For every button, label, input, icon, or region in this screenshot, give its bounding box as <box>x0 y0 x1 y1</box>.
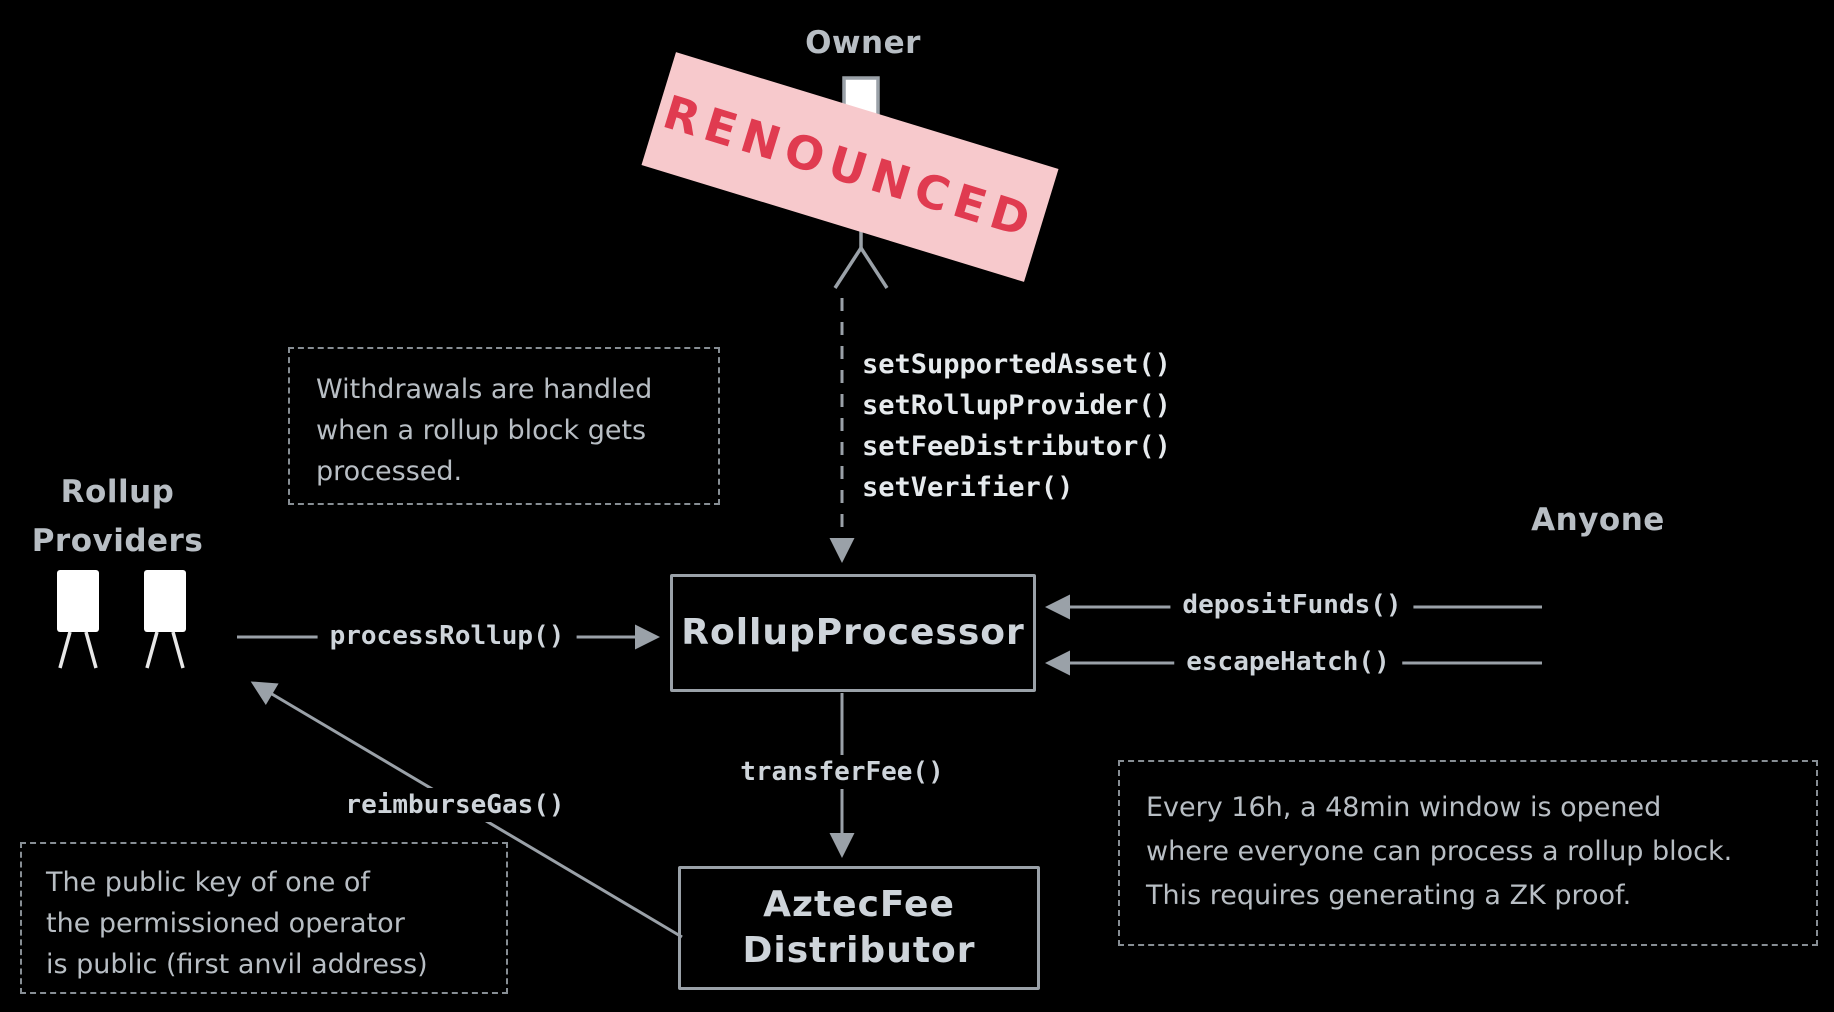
owner-label: Owner <box>805 25 921 61</box>
process-rollup-label: processRollup() <box>317 619 577 653</box>
aztec-fee-distributor-label-1: AztecFee <box>763 884 955 925</box>
note-operator-key: The public key of one of the permissione… <box>20 842 508 994</box>
rollup-processor-node: RollupProcessor <box>670 574 1036 692</box>
anyone-label: Anyone <box>1531 502 1665 538</box>
rollup-processor-label: RollupProcessor <box>681 612 1025 653</box>
rollup-providers-label: Rollup Providers <box>31 474 204 559</box>
call-set-fee-distributor: setFeeDistributor() <box>862 431 1171 462</box>
note-escape-window: Every 16h, a 48min window is opened wher… <box>1118 760 1818 946</box>
rollup-providers-figures-icon <box>57 570 186 669</box>
deposit-funds-label: depositFunds() <box>1170 588 1414 622</box>
aztec-fee-distributor-label-2: Distributor <box>742 930 976 971</box>
escape-hatch-label: escapeHatch() <box>1174 645 1402 679</box>
owner-admin-calls: setSupportedAsset() setRollupProvider() … <box>862 344 1171 508</box>
aztec-fee-distributor-node: AztecFee Distributor <box>678 866 1040 990</box>
transfer-fee-label: transferFee() <box>728 755 956 789</box>
call-set-supported-asset: setSupportedAsset() <box>862 349 1171 380</box>
reimburse-gas-label: reimburseGas() <box>333 788 577 822</box>
call-set-rollup-provider: setRollupProvider() <box>862 390 1171 421</box>
note-withdrawals: Withdrawals are handled when a rollup bl… <box>288 347 720 505</box>
call-set-verifier: setVerifier() <box>862 472 1074 503</box>
